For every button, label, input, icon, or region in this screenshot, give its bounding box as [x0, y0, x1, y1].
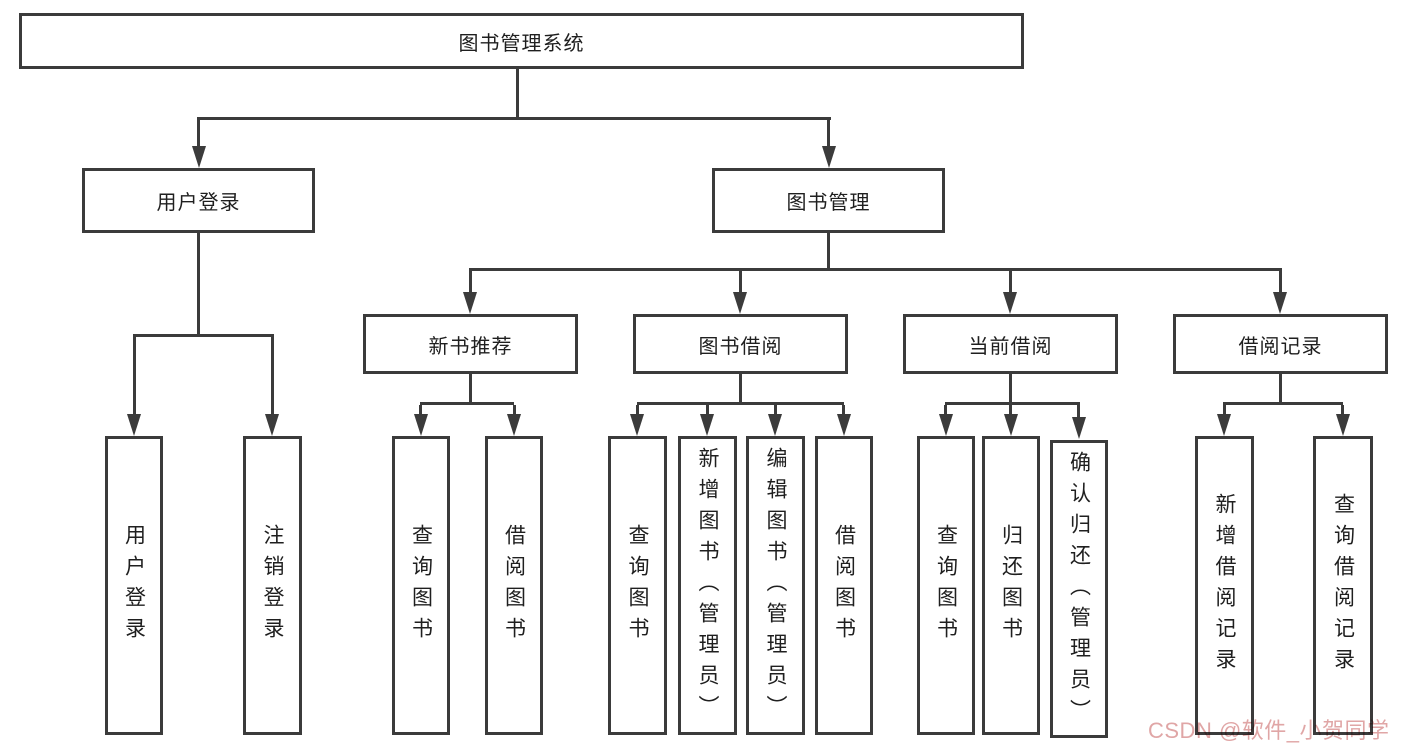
arrow-down-icon — [507, 414, 521, 436]
connector-stub — [271, 337, 274, 415]
leaf-current-return-books: 归还图书 — [982, 436, 1040, 735]
connector-stub — [197, 120, 200, 148]
connector-stub — [1341, 405, 1344, 416]
leaf-borrow-borrow-books: 借阅图书 — [815, 436, 873, 735]
node-book-borrow: 图书借阅 — [633, 314, 848, 374]
arrow-down-icon — [127, 414, 141, 436]
arrow-down-icon — [837, 414, 851, 436]
leaf-borrow-query-books: 查询图书 — [608, 436, 667, 735]
arrow-down-icon — [414, 414, 428, 436]
node-user-login: 用户登录 — [82, 168, 315, 233]
connector-stub — [1009, 271, 1012, 295]
connector-current-branch — [945, 402, 1080, 405]
connector-stub — [1223, 405, 1226, 416]
connector-stub — [1077, 405, 1080, 418]
connector-stub — [513, 405, 516, 416]
connector-stub — [944, 405, 947, 416]
connector-stub — [774, 405, 777, 416]
connector-stub — [1279, 271, 1282, 295]
arrow-down-icon — [939, 414, 953, 436]
arrow-down-icon — [1336, 414, 1350, 436]
leaf-borrow-edit-books-admin: 编辑图书（管理员） — [746, 436, 805, 735]
arrow-down-icon — [1003, 292, 1017, 314]
node-new-book-recommend: 新书推荐 — [363, 314, 578, 374]
arrow-down-icon — [1072, 417, 1086, 439]
node-root: 图书管理系统 — [19, 13, 1024, 69]
arrow-down-icon — [1273, 292, 1287, 314]
connector-newbooks-drop — [469, 374, 472, 404]
connector-stub — [706, 405, 709, 416]
connector-bookborrow-branch — [637, 402, 844, 405]
connector-userlogin-branch — [133, 334, 274, 337]
connector-stub — [636, 405, 639, 416]
leaf-user-login: 用户登录 — [105, 436, 163, 735]
csdn-watermark: CSDN @软件_小贺同学 — [1148, 718, 1390, 743]
node-borrow-records: 借阅记录 — [1173, 314, 1388, 374]
connector-records-drop — [1279, 374, 1282, 404]
arrow-down-icon — [1217, 414, 1231, 436]
leaf-current-query-books: 查询图书 — [917, 436, 975, 735]
connector-userlogin-drop — [197, 233, 200, 336]
node-current-borrow: 当前借阅 — [903, 314, 1118, 374]
connector-stub — [133, 337, 136, 415]
connector-root-branch — [197, 117, 831, 120]
leaf-newbooks-query-books: 查询图书 — [392, 436, 450, 735]
arrow-down-icon — [733, 292, 747, 314]
connector-bookmgmt-drop — [827, 233, 830, 271]
connector-newbooks-branch — [420, 402, 514, 405]
arrow-down-icon — [463, 292, 477, 314]
leaf-logout: 注销登录 — [243, 436, 302, 735]
leaf-current-confirm-return-admin: 确认归还（管理员） — [1050, 440, 1108, 738]
arrow-down-icon — [192, 146, 206, 168]
connector-stub — [739, 271, 742, 295]
arrow-down-icon — [768, 414, 782, 436]
connector-stub — [419, 405, 422, 416]
leaf-records-query-record: 查询借阅记录 — [1313, 436, 1373, 735]
connector-stub — [827, 120, 830, 148]
arrow-down-icon — [700, 414, 714, 436]
arrow-down-icon — [265, 414, 279, 436]
connector-current-drop — [1009, 374, 1012, 404]
arrow-down-icon — [822, 146, 836, 168]
arrow-down-icon — [1004, 414, 1018, 436]
node-book-management: 图书管理 — [712, 168, 945, 233]
leaf-newbooks-borrow-books: 借阅图书 — [485, 436, 543, 735]
connector-stub — [842, 405, 845, 416]
leaf-records-add-record: 新增借阅记录 — [1195, 436, 1254, 735]
leaf-borrow-add-books-admin: 新增图书（管理员） — [678, 436, 737, 735]
connector-bookborrow-drop — [739, 374, 742, 404]
connector-root-drop — [516, 69, 519, 120]
connector-stub — [1009, 405, 1012, 416]
arrow-down-icon — [630, 414, 644, 436]
connector-stub — [469, 271, 472, 295]
connector-records-branch — [1223, 402, 1343, 405]
connector-bookmgmt-branch — [469, 268, 1282, 271]
